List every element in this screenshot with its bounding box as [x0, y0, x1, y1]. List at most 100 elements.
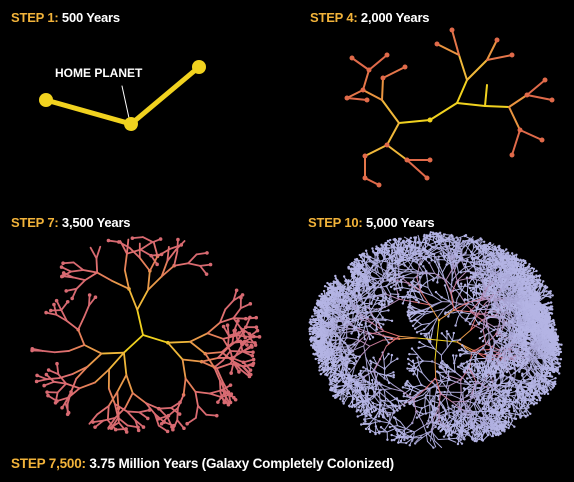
branch-line — [521, 386, 531, 389]
branch-line — [510, 328, 515, 338]
node-dot — [551, 386, 554, 389]
branch-line — [460, 431, 463, 441]
branch-line — [494, 379, 497, 390]
node-dot — [503, 430, 506, 433]
node-dot — [402, 64, 408, 70]
branch-line — [439, 392, 453, 403]
branch-line — [423, 322, 431, 330]
branch-line — [204, 351, 223, 355]
node-dot — [538, 274, 542, 277]
branch-line — [520, 361, 528, 368]
branch-line — [534, 366, 545, 370]
branch-line — [458, 404, 463, 416]
node-dot — [537, 348, 540, 351]
branch-line — [45, 377, 60, 381]
node-dot — [366, 67, 372, 73]
branch-line — [446, 292, 450, 302]
branch-line — [71, 365, 89, 375]
branch-line — [64, 391, 72, 404]
node-dot — [478, 401, 481, 405]
node-dot — [239, 295, 243, 300]
branch-line — [486, 329, 495, 335]
node-dot — [525, 407, 528, 410]
branch-line — [398, 436, 409, 440]
branch-line — [538, 280, 544, 289]
node-dot — [547, 313, 550, 317]
node-dot — [460, 311, 464, 314]
node-dot — [500, 403, 503, 407]
branch-line — [95, 245, 102, 260]
branch-line — [520, 362, 529, 369]
branch-line — [470, 417, 482, 423]
branch-line — [521, 355, 534, 359]
branch-line — [407, 431, 416, 440]
node-dot — [234, 288, 239, 293]
branch-line — [373, 357, 378, 366]
node-dot — [554, 340, 558, 344]
node-dot — [508, 381, 511, 384]
branch-line — [465, 313, 470, 322]
node-dot — [390, 319, 394, 323]
node-dot — [357, 395, 360, 399]
branch-line — [429, 316, 439, 324]
branch-line — [416, 353, 424, 362]
node-dot — [411, 359, 415, 362]
node-dot — [419, 285, 423, 289]
branch-line — [451, 401, 464, 411]
node-dot — [524, 398, 527, 401]
branch-line — [408, 304, 417, 309]
node-dot — [472, 286, 475, 290]
branch-line — [509, 377, 514, 386]
branch-line — [478, 302, 488, 310]
node-dot — [136, 425, 140, 430]
node-dot — [532, 397, 535, 401]
branch-line — [438, 420, 449, 429]
branch-line — [458, 392, 462, 406]
branch-line — [505, 322, 512, 330]
branch-line — [414, 394, 424, 399]
branch-line — [370, 404, 381, 411]
branch-line — [411, 411, 417, 424]
branch-line — [466, 292, 473, 299]
branch-line — [428, 341, 435, 350]
node-dot — [147, 408, 152, 412]
node-dot — [504, 321, 508, 325]
node-dot — [445, 330, 449, 333]
branch-line — [189, 340, 207, 355]
node-dot — [369, 359, 372, 363]
node-dot — [468, 322, 472, 326]
branch-line — [537, 322, 546, 326]
node-dot — [250, 353, 255, 358]
branch-line — [508, 421, 515, 428]
branch-line — [467, 284, 477, 286]
node-dot — [518, 383, 521, 386]
panel-step-10: STEP 10: 5,000 Years — [287, 205, 574, 450]
branch-line — [460, 392, 466, 405]
branch-line — [532, 357, 540, 366]
branch-line — [418, 345, 427, 349]
node-dot — [406, 357, 410, 361]
branch-line — [508, 94, 528, 108]
node-dot — [317, 361, 321, 365]
branch-line — [430, 411, 433, 421]
branch-line — [392, 384, 404, 392]
branch-line — [430, 419, 434, 432]
branch-line — [365, 422, 372, 430]
node-dot — [390, 433, 393, 437]
branch-line — [414, 324, 423, 330]
branch-line — [220, 351, 234, 362]
branch-line — [494, 388, 502, 396]
node-dot — [177, 412, 182, 416]
node-dot — [529, 376, 532, 379]
node-dot — [34, 379, 39, 384]
branch-line — [457, 366, 466, 372]
node-dot — [523, 401, 527, 404]
branch-line — [439, 403, 446, 411]
branch-line — [473, 438, 483, 441]
branch-line — [427, 287, 434, 297]
branch-line — [53, 380, 67, 385]
node-dot — [248, 315, 252, 320]
branch-line — [83, 304, 90, 318]
node-dot — [155, 262, 159, 267]
branch-line — [368, 417, 376, 425]
